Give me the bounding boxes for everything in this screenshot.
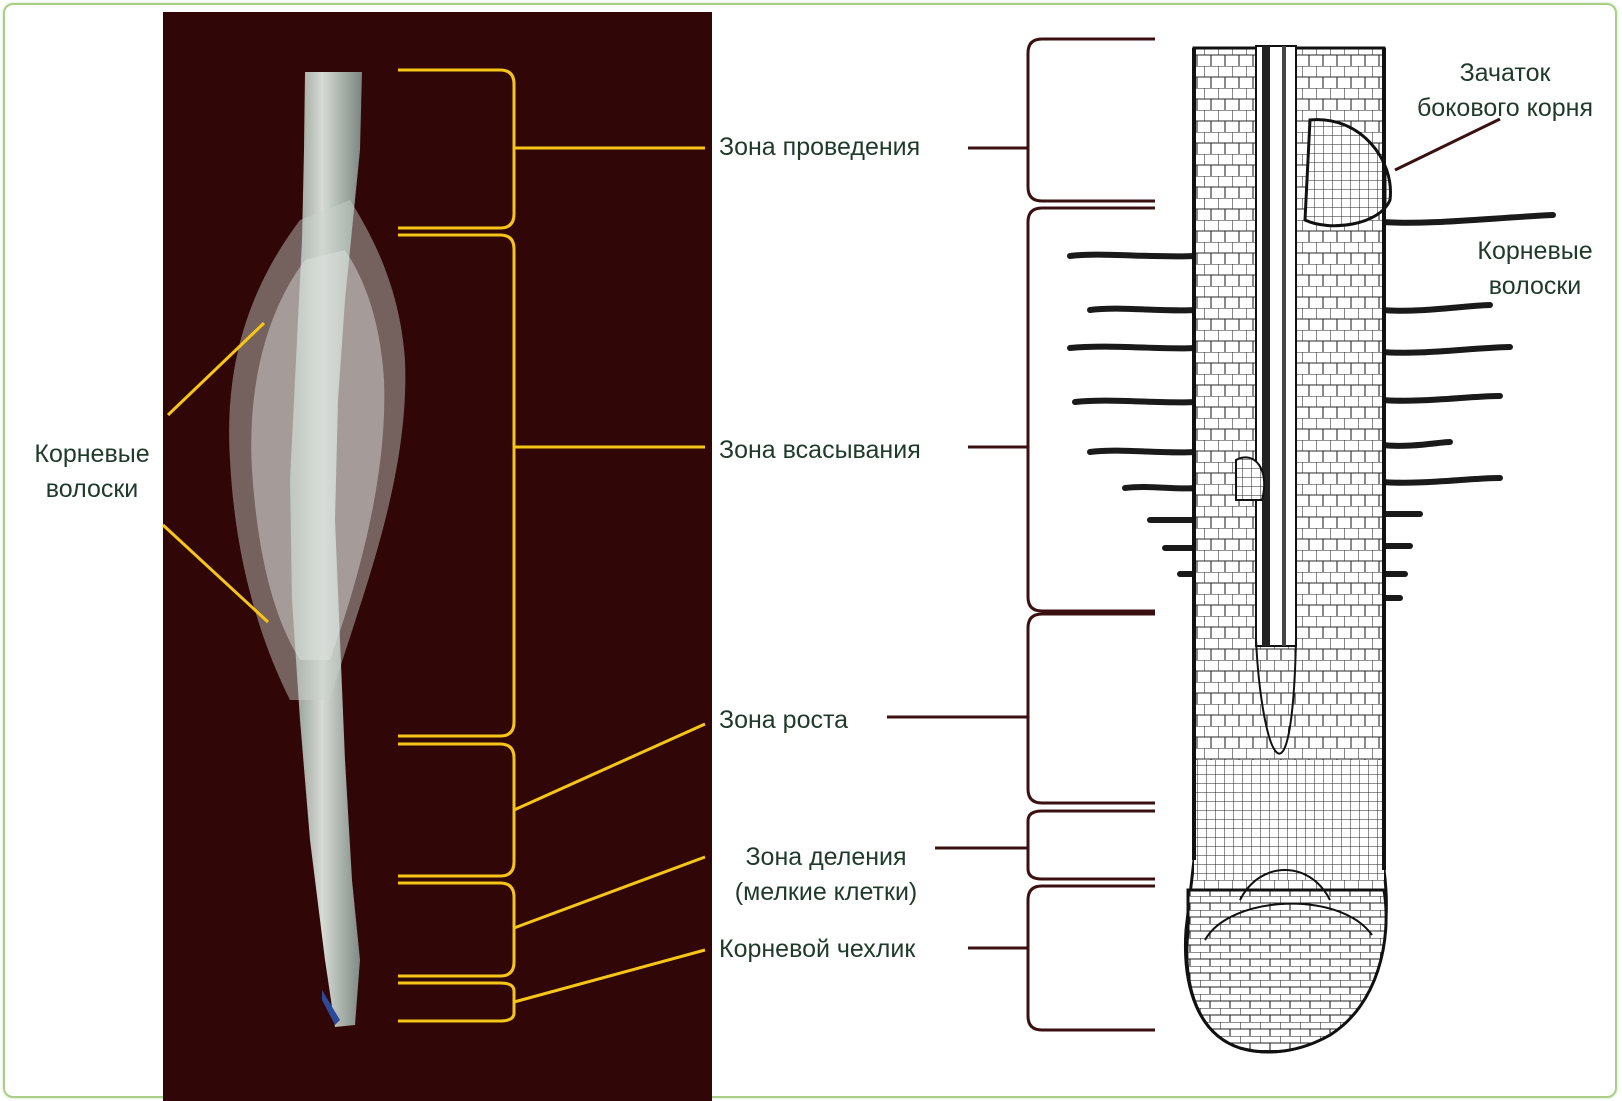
lateral-root-line-1: Зачаток — [1400, 56, 1610, 91]
left-zone-brackets — [398, 70, 705, 1021]
lateral-root-label: Зачаток бокового корня — [1400, 56, 1610, 126]
right-root-hairs-label: Корневые волоски — [1455, 234, 1615, 304]
zone-division-line-2: (мелкие клетки) — [716, 875, 936, 910]
right-root-hairs-line-1: Корневые — [1455, 234, 1615, 269]
left-root-hairs-line-2: волоски — [22, 472, 162, 507]
zone-division-label: Зона деления (мелкие клетки) — [716, 840, 936, 910]
root-section-drawing — [1070, 46, 1553, 1052]
zone-growth-label: Зона роста — [719, 703, 848, 738]
lateral-root-pointer — [1395, 119, 1500, 170]
zone-root-cap-label: Корневой чехлик — [719, 932, 915, 967]
left-root-hairs-line-1: Корневые — [22, 437, 162, 472]
lateral-root-line-2: бокового корня — [1400, 91, 1610, 126]
zone-division-line-1: Зона деления — [716, 840, 936, 875]
zone-absorption-label: Зона всасывания — [719, 433, 921, 468]
root-photo — [229, 72, 405, 1027]
zone-conduction-label: Зона проведения — [719, 130, 920, 165]
right-root-hairs-line-2: волоски — [1455, 269, 1615, 304]
left-root-hairs-label: Корневые волоски — [22, 437, 162, 507]
